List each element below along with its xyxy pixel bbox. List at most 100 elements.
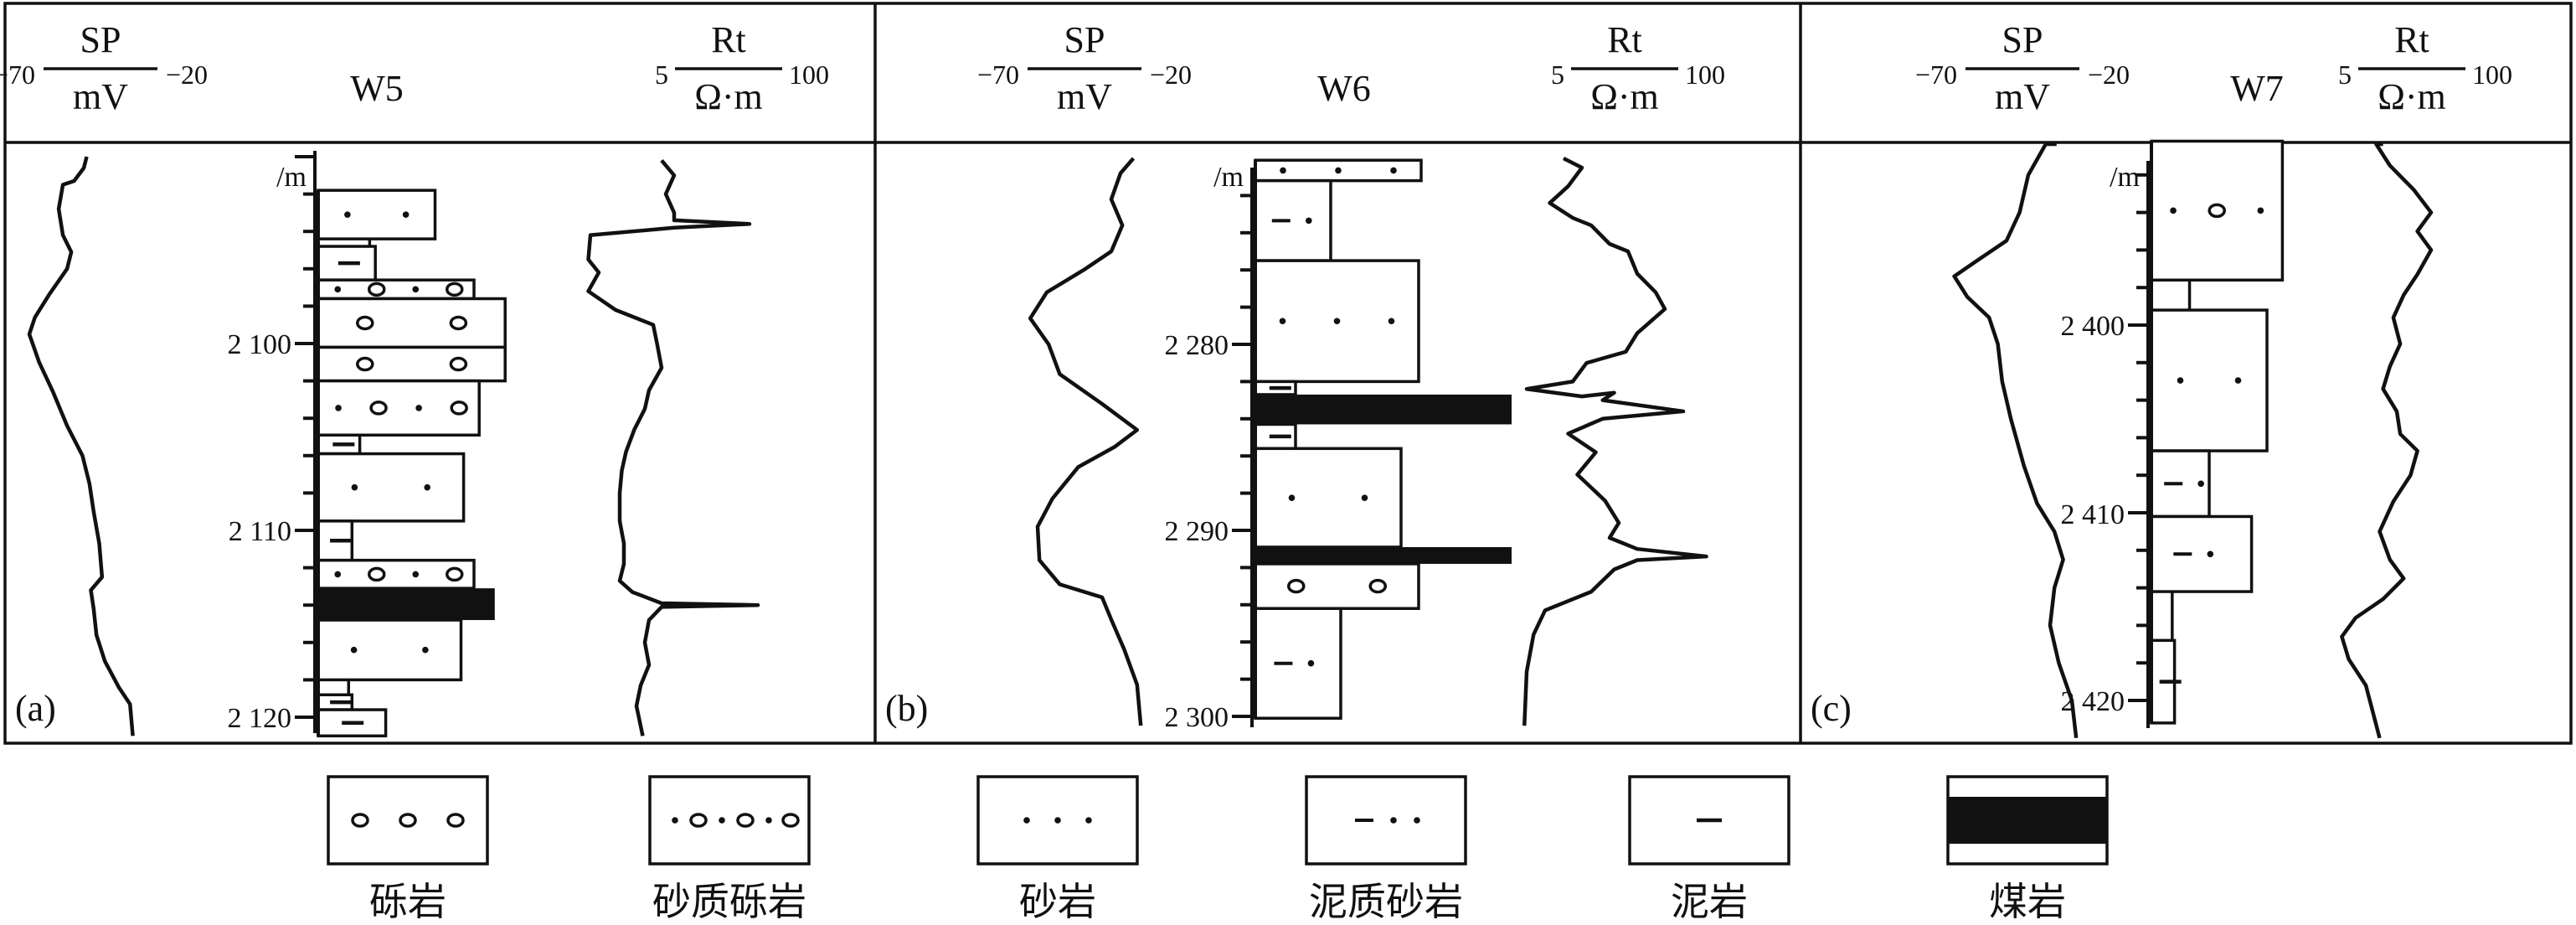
legend-swatch [1305, 775, 1467, 866]
sand-dot [1333, 318, 1341, 325]
depth-tick-label: 2 300 [1165, 702, 1229, 733]
rt-max-label: 100 [2472, 59, 2512, 90]
sand-dot [719, 817, 725, 824]
rt-min-label: 5 [2338, 59, 2352, 90]
depth-unit-label: /m [276, 162, 307, 193]
lithology-layer-mud [1254, 380, 1297, 396]
rt-curve [586, 159, 760, 736]
gravel-symbol [351, 813, 369, 828]
rt-name-label: Rt [711, 19, 746, 60]
sand-dot [1390, 167, 1397, 174]
depth-unit-label: /m [2110, 162, 2140, 193]
lithology-layer-muddy-sand [2150, 449, 2211, 519]
lithology-box [1254, 447, 1403, 549]
legend-swatch [327, 775, 489, 866]
lithology-layer-sand [1254, 447, 1403, 549]
depth-tick-label: 2 410 [2061, 499, 2125, 530]
lithology-layer-mud [317, 433, 362, 456]
rt-unit-label: Ω·m [1590, 76, 1659, 117]
gravel-symbol [449, 315, 468, 331]
lithology-layer-sandy-gravel [317, 558, 476, 590]
lithology-box [2150, 308, 2269, 452]
lithology-layer-sandy-gravel [317, 379, 481, 437]
panel-label: (a) [15, 688, 56, 729]
sand-dot [1335, 167, 1342, 174]
lithology-layer-sand [1254, 259, 1420, 384]
legend-item-sandy-gravel: 砂质砾岩 [648, 775, 811, 924]
sand-dot [424, 483, 430, 491]
legend-label: 泥质砂岩 [1309, 879, 1463, 924]
rt-unit-label: Ω·m [694, 76, 763, 117]
sand-dot [402, 211, 410, 218]
legend-label: 砂质砾岩 [652, 879, 806, 924]
sand-dot [1361, 494, 1368, 501]
gravel-symbol [399, 813, 417, 828]
lithology-layer-coal [1255, 394, 1512, 425]
gravel-symbol [781, 813, 800, 828]
rt-min-label: 5 [1551, 59, 1564, 90]
legend-item-sand: 砂岩 [976, 775, 1139, 924]
gravel-symbol [1287, 578, 1306, 594]
rt-curve [1522, 156, 1708, 726]
depth-unit-label: /m [1213, 162, 1244, 193]
depth-tick-label: 2 100 [228, 329, 292, 360]
lithology-box [317, 189, 437, 240]
sp-unit-label: mV [73, 76, 128, 117]
gravel-symbol [1368, 578, 1387, 594]
depth-tick-label: 2 400 [2061, 311, 2125, 342]
lithology-box [317, 452, 466, 523]
rt-max-label: 100 [1685, 59, 1725, 90]
lithology-layer-sand [1254, 158, 1423, 183]
sand-dot [2197, 480, 2204, 488]
sand-dot [351, 483, 358, 491]
lithology-layer-mud [2150, 638, 2182, 725]
legend-label: 泥岩 [1671, 879, 1748, 924]
lithology-layer-sand [317, 618, 463, 682]
lithology-layer-mud [317, 708, 388, 738]
sand-dot [2234, 377, 2242, 384]
lithology-box [1254, 178, 1332, 262]
sp-max-label: −20 [2088, 59, 2130, 90]
sp-max-label: −20 [1150, 59, 1192, 90]
sp-name-label: SP [80, 19, 121, 60]
sand-dot [350, 646, 358, 654]
sand-dot [2177, 377, 2184, 384]
sand-dot [1279, 318, 1286, 325]
coal-bed [1255, 394, 1512, 425]
gravel-symbol [689, 813, 708, 828]
sp-min-label: −70 [1915, 59, 1957, 90]
lithology-layer-mud [1254, 422, 1297, 451]
gravel-symbol [368, 566, 386, 582]
sand-dot [1306, 217, 1312, 225]
lithology-layer-gravel [317, 297, 507, 349]
lithology-box [317, 558, 476, 590]
lithology-layer-coal [1255, 546, 1512, 564]
gravel-symbol [446, 566, 464, 582]
lithology-layer-sand [2150, 308, 2269, 452]
lithology-layer-sand [317, 452, 466, 523]
lithology-box [317, 345, 507, 383]
depth-tick-label: 2 280 [1165, 330, 1229, 361]
well-name-label: W7 [2230, 68, 2284, 109]
panel-label: (b) [885, 688, 928, 729]
lithology-layer-coal [318, 588, 495, 621]
gravel-symbol [2208, 203, 2226, 219]
sand-dot [1388, 318, 1395, 325]
lithology-box [317, 618, 463, 682]
panel-label: (c) [1811, 688, 1852, 729]
lithology-layer-mud [317, 693, 354, 711]
sand-dot [1288, 494, 1296, 501]
depth-tick-label: 2 290 [1165, 516, 1229, 547]
lithology-box [2150, 514, 2254, 593]
sand-dot [1390, 817, 1397, 824]
sp-curve [27, 156, 135, 736]
gravel-symbol [449, 356, 468, 372]
lithology-layer-muddy-sand [2150, 514, 2254, 593]
sand-dot [412, 286, 420, 293]
sp-unit-label: mV [1995, 76, 2050, 117]
gravel-symbol [736, 813, 755, 828]
rt-name-label: Rt [2394, 19, 2429, 60]
sand-dot [415, 405, 422, 411]
